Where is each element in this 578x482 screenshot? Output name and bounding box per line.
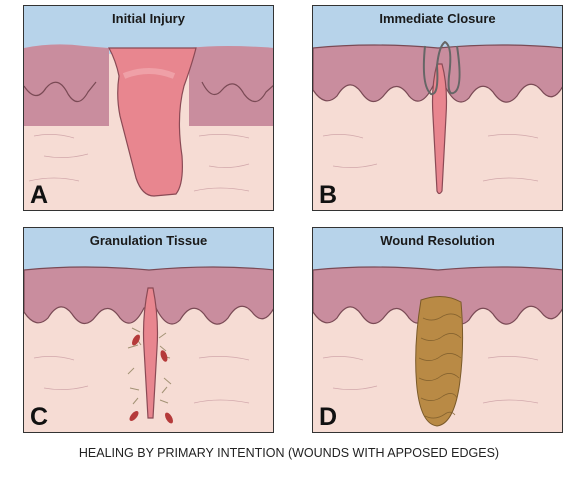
immediate-closure-illustration (313, 6, 562, 210)
panel-granulation-tissue: Granulation Tissue C (23, 227, 274, 433)
granulation-tissue-illustration (24, 228, 273, 432)
panel-initial-injury: Initial Injury A (23, 5, 274, 211)
panel-title: Granulation Tissue (89, 233, 208, 248)
panel-letter: A (30, 181, 49, 209)
panel-title: Wound Resolution (380, 233, 495, 248)
panel-title: Immediate Closure (379, 11, 496, 26)
panel-immediate-closure: Immediate Closure B (312, 5, 563, 211)
panel-letter: B (319, 181, 338, 209)
panel-letter: D (319, 403, 338, 431)
initial-injury-illustration (24, 6, 273, 210)
figure-caption: HEALING BY PRIMARY INTENTION (WOUNDS WIT… (78, 446, 500, 460)
panel-wound-resolution: Wound Resolution D (312, 227, 563, 433)
wound-resolution-illustration (313, 228, 562, 432)
panel-letter: C (30, 403, 49, 431)
panel-title: Initial Injury (112, 11, 185, 26)
